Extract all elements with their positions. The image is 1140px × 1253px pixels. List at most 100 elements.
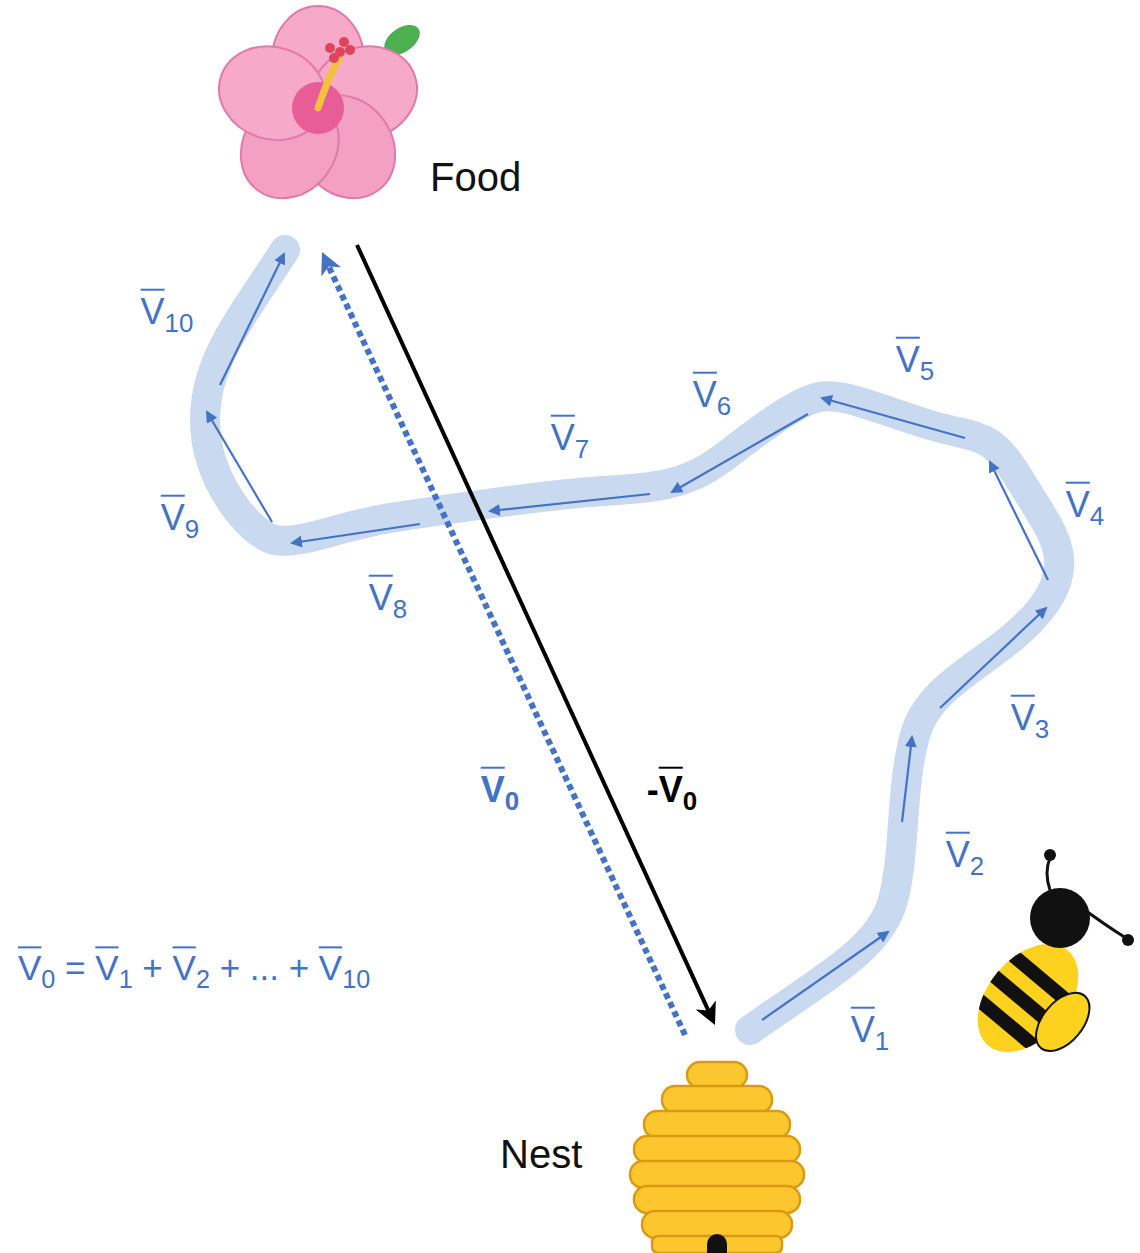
vector-arrow (990, 462, 1048, 580)
vector-letter: V (18, 948, 41, 987)
text-part: + ... + (210, 948, 319, 987)
place-node: Nest (495, 1040, 815, 1252)
text-part: V5 (896, 339, 934, 380)
vector-index: 2 (970, 852, 984, 880)
stamen (318, 56, 340, 108)
text-part: - (647, 769, 659, 810)
text-part: V3 (1011, 697, 1049, 738)
vector-letter: V (1011, 697, 1035, 738)
vector-arrow (357, 245, 710, 1014)
text-part: V8 (369, 577, 407, 618)
vector-index: 6 (717, 392, 731, 420)
hive-layer (642, 1211, 792, 1238)
vector-letter: V (551, 417, 575, 458)
vector-index: 3 (1035, 715, 1049, 743)
text-part: V0 (659, 769, 697, 810)
connector-layer (327, 245, 710, 1035)
vector-arrow (940, 608, 1046, 708)
text-part: V10 (319, 948, 370, 987)
hive-icon (630, 1062, 804, 1253)
text-part: V7 (551, 417, 589, 458)
text-part: = (55, 948, 95, 987)
vector-letter: V (851, 1009, 875, 1050)
vector-index: 9 (185, 515, 199, 543)
hive-layer (662, 1086, 772, 1113)
hive-layer (644, 1111, 790, 1138)
vector-arrow (292, 524, 420, 543)
vector-label: V6 (690, 369, 734, 422)
text-part: V4 (1066, 484, 1104, 525)
vector-index: 10 (165, 309, 194, 337)
vector-label: -V0 (644, 764, 700, 817)
hive-layer (687, 1062, 747, 1088)
vector-index: 7 (575, 435, 589, 463)
hive-layer (630, 1161, 804, 1188)
vector-letter: V (1066, 484, 1090, 525)
bee-stripe (968, 989, 1046, 1058)
antenna-tip (1044, 849, 1056, 861)
text-part: V10 (141, 291, 194, 332)
text-part: + (133, 948, 173, 987)
stamen-tip (325, 43, 335, 53)
vector-label: V8 (366, 572, 410, 625)
vector-letter: V (173, 948, 196, 987)
vector-index: 2 (196, 965, 210, 993)
vector-letter: V (319, 948, 342, 987)
vector-letter: V (946, 834, 970, 875)
vector-arrow-dashed (327, 263, 685, 1035)
flight-path (205, 250, 1059, 1030)
place-label: Nest (500, 1130, 582, 1178)
hive-layer (634, 1186, 800, 1213)
vector-index: 0 (41, 965, 55, 993)
text-part: V0 (481, 769, 519, 810)
vector-letter: V (141, 291, 165, 332)
bee-body (954, 922, 1116, 1086)
vector-index: 0 (505, 787, 519, 815)
petals (207, 6, 429, 218)
vector-index: 8 (393, 595, 407, 623)
vector-letter: V (369, 577, 393, 618)
vector-index: 1 (119, 965, 133, 993)
vector-label: V5 (893, 334, 937, 387)
vector-letter: V (659, 769, 683, 810)
text-part: V2 (173, 948, 210, 987)
place-node: Food (225, 15, 545, 245)
vector-index: 1 (875, 1027, 889, 1055)
hive-door (707, 1234, 727, 1253)
vector-label: V1 (848, 1004, 892, 1057)
stamen-tip (329, 53, 339, 63)
stamen-tip (339, 37, 349, 47)
vector-index: 10 (342, 965, 370, 993)
hive-layer (634, 1136, 800, 1163)
vector-arrow (902, 737, 912, 822)
equation: V0 = V1 + V2 + ... + V10 (15, 942, 373, 993)
bee-wing (1026, 983, 1100, 1061)
vector-label: V3 (1008, 692, 1052, 745)
bee-icon (954, 849, 1134, 1085)
vector-arrow (207, 412, 272, 522)
text-part: V1 (95, 948, 132, 987)
text-part: V1 (851, 1009, 889, 1050)
vector-index: 4 (1090, 502, 1104, 530)
vector-label: V4 (1063, 479, 1107, 532)
vector-label: V0 (478, 764, 522, 817)
vector-letter: V (896, 339, 920, 380)
text-part: V2 (946, 834, 984, 875)
vector-label: V2 (943, 829, 987, 882)
vector-arrow (490, 494, 650, 511)
vector-arrow (762, 932, 888, 1020)
vector-letter: V (95, 948, 118, 987)
stamen-tip (345, 45, 355, 55)
vector-label: V7 (548, 412, 592, 465)
vector-arrow (220, 254, 284, 385)
vector-label: V10 (138, 286, 197, 339)
antenna (1047, 858, 1050, 890)
vector-label: V9 (158, 492, 202, 545)
vector-index: 5 (920, 357, 934, 385)
text-part: V6 (693, 374, 731, 415)
vector-letter: V (161, 497, 185, 538)
flower-icon (207, 6, 429, 218)
